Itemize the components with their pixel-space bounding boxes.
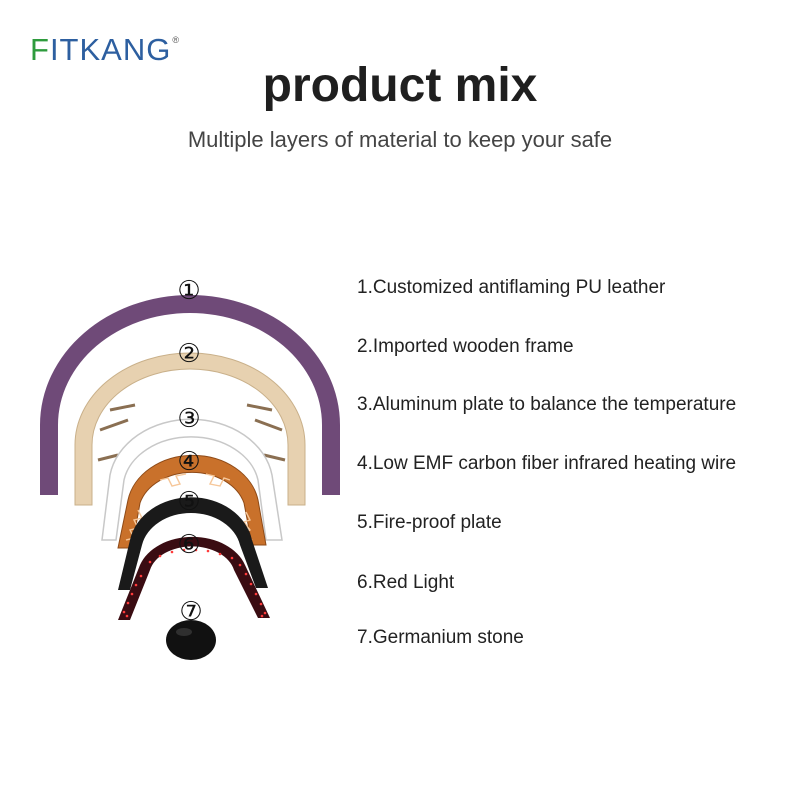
brand-logo: FITKANG® <box>30 34 180 65</box>
wood-frame-ribs <box>97 403 286 462</box>
layer-label-3: 3.Aluminum plate to balance the temperat… <box>357 394 737 415</box>
marker-1: ① <box>177 276 200 306</box>
red-led-dots <box>122 548 267 618</box>
marker-6: ⑥ <box>177 530 200 560</box>
brand-logo-f: F <box>30 32 50 67</box>
layer-label-7: 7.Germanium stone <box>357 627 524 648</box>
layer-label-4: 4.Low EMF carbon fiber infrared heating … <box>357 453 737 474</box>
stone-highlight <box>176 628 192 636</box>
marker-7: ⑦ <box>179 597 202 627</box>
marker-4: ④ <box>177 447 200 477</box>
aluminum-plate-layer <box>101 418 283 541</box>
fireproof-plate-layer <box>118 497 268 590</box>
page-title: product mix <box>262 59 538 112</box>
page-subtitle: Multiple layers of material to keep your… <box>187 127 613 152</box>
layer-label-2: 2.Imported wooden frame <box>357 336 574 357</box>
marker-2: ② <box>177 339 200 369</box>
marker-3: ③ <box>177 404 200 434</box>
brand-logo-name: ITKANG <box>49 32 172 67</box>
wood-frame-layer <box>74 352 306 506</box>
carbon-fiber-layer <box>117 454 267 549</box>
registered-mark: ® <box>172 35 180 45</box>
layer-label-5: 5.Fire-proof plate <box>357 512 502 533</box>
layer-label-1: 1.Customized antiflaming PU leather <box>357 277 666 298</box>
layer-label-6: 6.Red Light <box>357 572 455 593</box>
marker-5: ⑤ <box>177 487 200 517</box>
